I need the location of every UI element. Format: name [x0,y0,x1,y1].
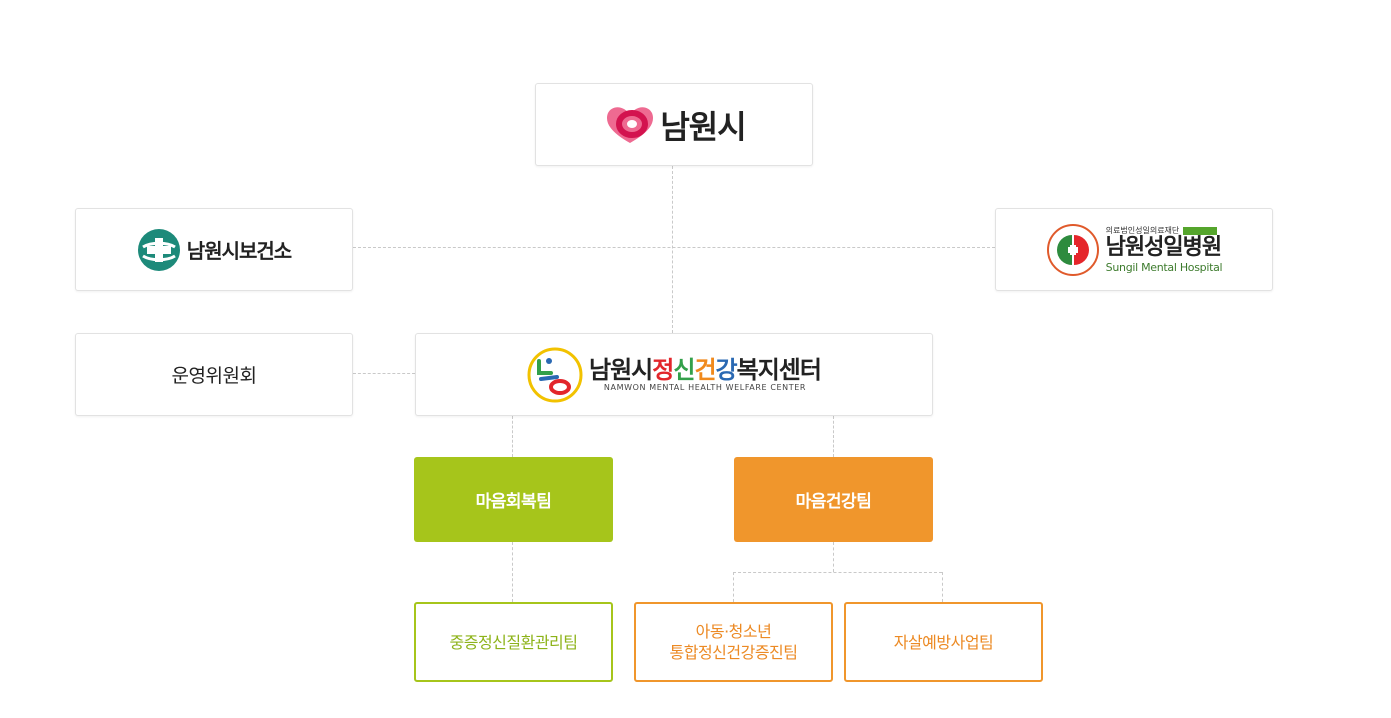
connector-team2-branch [833,542,834,572]
hospital-foundation-label: 의료법인성일의료재단 [1105,225,1180,235]
connector-team2-horizontal [733,572,942,573]
connector-branch-suicide [942,572,943,602]
org-node-title: 운영위원회 [171,365,257,387]
subteam-name: 중증정신질환관리팀 [449,632,578,652]
center-name-prefix: 남원시 [589,355,653,384]
connector-health-hospital [353,247,995,248]
center-logo-icon [527,347,583,402]
center-name-char-1: 정 [652,355,674,384]
connector-committee-center [353,373,415,374]
heart-logo-icon [607,106,654,143]
team-name: 마음건강팀 [795,492,872,512]
org-node-sungil-hospital: 의료법인성일의료재단 남원성일병원 Sungil Mental Hospital [995,208,1273,291]
subteam-name: 자살예방사업팀 [893,632,994,652]
org-node-title: 남원시 [660,107,746,146]
connector-branch-youth [733,572,734,602]
connector-center-team2 [833,416,834,457]
hospital-english-name: Sungil Mental Hospital [1105,260,1223,274]
subteam-name-line-1: 아동·청소년 [695,622,772,641]
center-english-name: NAMWON MENTAL HEALTH WELFARE CENTER [603,382,807,392]
org-node-health-center: 남원시보건소 [75,208,353,291]
org-node-title: 남원시보건소 [186,239,292,263]
subteam-youth-mental-health: 아동·청소년 통합정신건강증진팀 [634,602,833,682]
center-name-char-2: 신 [673,355,695,384]
connector-center-team1 [512,416,513,457]
team-mind-health: 마음건강팀 [734,457,933,542]
hospital-accent-bar [1183,226,1218,235]
center-name-char-4: 강 [715,355,738,384]
team-name: 마음회복팀 [475,492,552,512]
hospital-name: 남원성일병원 [1105,234,1222,260]
health-center-logo-icon [137,228,180,271]
hospital-logo-icon [1046,223,1099,276]
subteam-severe-mental-illness: 중증정신질환관리팀 [414,602,613,682]
subteam-name-line-2: 통합정신건강증진팀 [669,643,798,662]
connector-root-center [672,166,673,333]
org-node-namwon-city: 남원시 [535,83,813,166]
connector-team1-sub [512,542,513,602]
org-node-mental-health-center: 남원시정신건강복지센터 NAMWON MENTAL HEALTH WELFARE… [415,333,933,416]
center-name-char-3: 건 [694,355,716,384]
team-mind-recovery: 마음회복팀 [414,457,613,542]
org-node-committee: 운영위원회 [75,333,353,416]
subteam-suicide-prevention: 자살예방사업팀 [844,602,1043,682]
center-name-suffix: 복지센터 [736,355,822,384]
